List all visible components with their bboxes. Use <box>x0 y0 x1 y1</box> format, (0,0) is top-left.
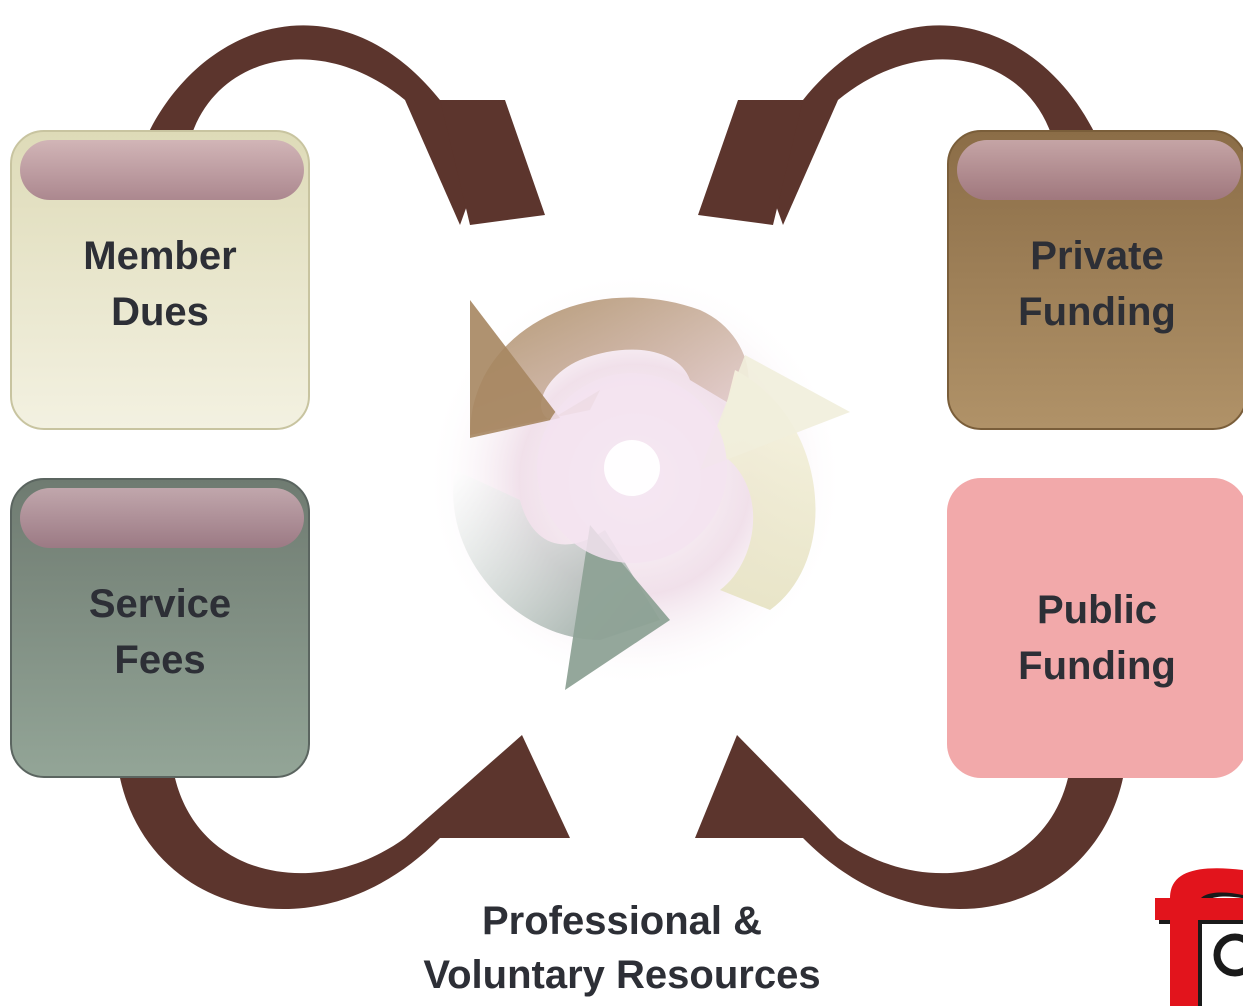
member-dues-line2: Dues <box>111 290 209 334</box>
arrow-bottom-right <box>695 735 1123 910</box>
member-dues-box: Member Dues <box>10 130 310 430</box>
private-funding-box: Private Funding <box>947 130 1243 430</box>
private-funding-line2: Funding <box>1018 290 1176 334</box>
professional-voluntary-resources-label: Professional & Voluntary Resources <box>372 894 872 1002</box>
service-fees-label: Service Fees <box>12 576 308 688</box>
private-funding-line1: Private <box>1030 234 1164 278</box>
service-fees-tab <box>20 488 304 548</box>
arrow-top-right <box>698 25 1098 225</box>
arrow-bottom-left <box>120 735 570 910</box>
cycle-icon <box>425 270 850 690</box>
member-dues-line1: Member <box>83 234 237 278</box>
private-funding-label: Private Funding <box>949 228 1243 340</box>
logo-icon <box>1150 860 1243 1006</box>
arrow-top-left <box>145 25 545 225</box>
member-dues-label: Member Dues <box>12 228 308 340</box>
service-fees-line2: Fees <box>114 638 206 682</box>
public-funding-line2: Funding <box>1018 644 1176 688</box>
public-funding-label: Public Funding <box>947 582 1243 694</box>
service-fees-box: Service Fees <box>10 478 310 778</box>
bottom-label-line1: Professional & <box>481 899 763 943</box>
private-funding-tab <box>957 140 1241 200</box>
member-dues-tab <box>20 140 304 200</box>
public-funding-line1: Public <box>1036 588 1158 632</box>
bottom-label-line2: Voluntary Resources <box>423 953 821 997</box>
public-funding-box: Public Funding <box>947 478 1243 778</box>
service-fees-line1: Service <box>88 582 232 626</box>
